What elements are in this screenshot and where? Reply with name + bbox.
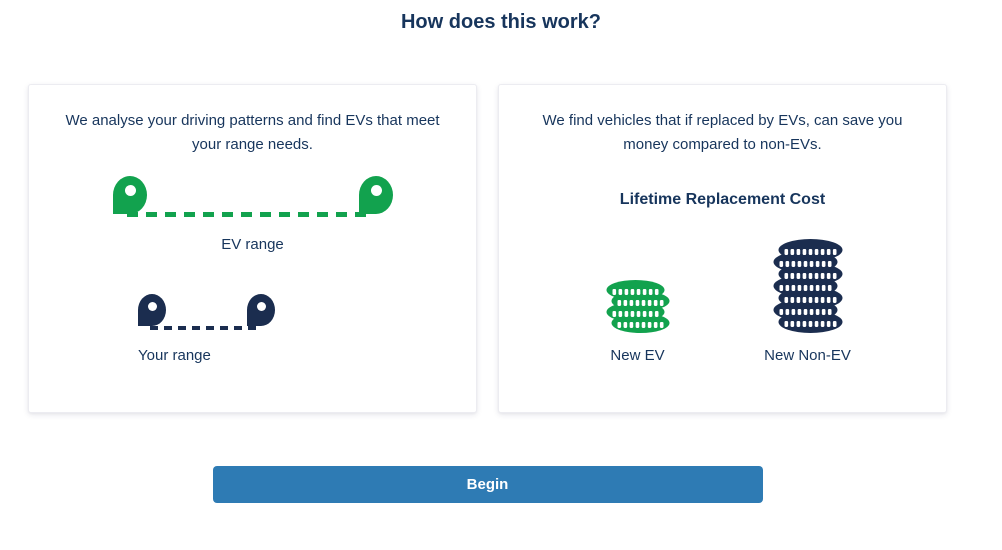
cost-card: We find vehicles that if replaced by EVs… xyxy=(498,84,947,413)
ev-range-label: EV range xyxy=(221,236,284,253)
begin-button[interactable]: Begin xyxy=(212,466,763,503)
coin-stack-icon xyxy=(606,280,669,333)
dashed-route-line xyxy=(126,212,369,217)
new-non-ev-label: New Non-EV xyxy=(764,347,851,364)
coin-stack-icon xyxy=(773,239,842,333)
map-pin-icon xyxy=(247,294,275,326)
your-range-illustration xyxy=(138,294,275,334)
begin-button-row: Begin xyxy=(28,466,947,503)
new-non-ev-cost-column: New Non-EV xyxy=(728,237,888,365)
lifetime-replacement-cost-heading: Lifetime Replacement Cost xyxy=(619,191,826,208)
map-pin-icon xyxy=(358,176,393,214)
map-pin-icon xyxy=(112,176,147,214)
page-title: How does this work? xyxy=(400,11,602,33)
cost-comparison-row: New EV New Non-EV xyxy=(523,237,922,365)
page-header: How does this work? xyxy=(0,0,1002,34)
info-cards-row: We analyse your driving patterns and fin… xyxy=(28,84,947,413)
new-ev-label: New EV xyxy=(610,347,665,364)
range-card: We analyse your driving patterns and fin… xyxy=(28,84,477,413)
your-range-label: Your range xyxy=(138,347,211,364)
range-card-description: We analyse your driving patterns and fin… xyxy=(65,112,440,153)
map-pin-icon xyxy=(138,294,166,326)
ev-range-illustration xyxy=(112,176,393,220)
dashed-route-line xyxy=(150,326,260,330)
new-ev-cost-column: New EV xyxy=(558,278,718,365)
cost-card-description: We find vehicles that if replaced by EVs… xyxy=(542,112,903,153)
